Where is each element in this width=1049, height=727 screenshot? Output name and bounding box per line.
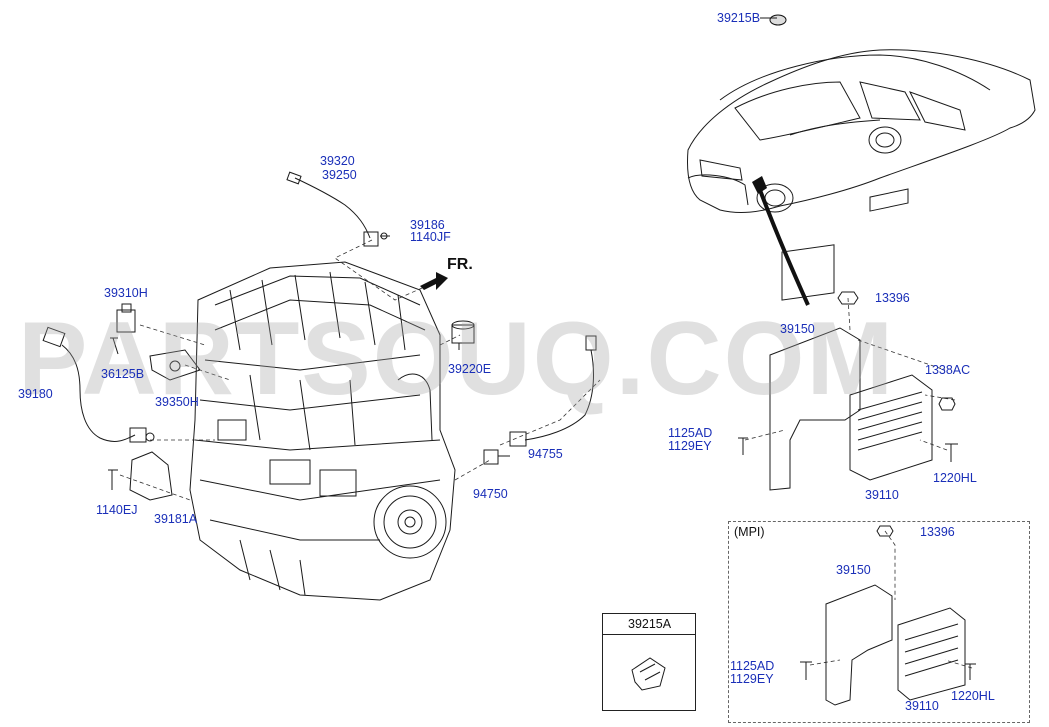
front-direction-label: FR. <box>447 256 473 273</box>
vehicle-drawing <box>687 49 1036 214</box>
part-label-39110-mpi[interactable]: 39110 <box>905 699 939 713</box>
part-label-94755[interactable]: 94755 <box>528 447 563 461</box>
part-label-39186[interactable]: 39186 <box>410 218 445 232</box>
part-label-94750[interactable]: 94750 <box>473 487 508 501</box>
part-label-39150-top[interactable]: 39150 <box>780 322 815 336</box>
inset-part-box <box>602 613 696 711</box>
part-label-1140ej[interactable]: 1140EJ <box>96 503 138 517</box>
part-label-39150-mpi[interactable]: 39150 <box>836 563 871 577</box>
part-label-1220hl-mpi[interactable]: 1220HL <box>951 689 995 703</box>
part-label-39181a[interactable]: 39181A <box>154 512 198 526</box>
part-label-1125ad-top[interactable]: 1125AD <box>668 426 713 440</box>
part-label-1129ey-mpi[interactable]: 1129EY <box>730 672 774 686</box>
inset-part-number[interactable]: 39215A <box>628 617 672 631</box>
part-label-1125ad-mpi[interactable]: 1125AD <box>730 659 775 673</box>
engine-drawing <box>189 261 456 601</box>
part-label-39350h[interactable]: 39350H <box>155 395 199 409</box>
part-label-1338ac[interactable]: 1338AC <box>925 363 971 377</box>
part-label-39250[interactable]: 39250 <box>322 168 357 182</box>
part-label-13396-mpi[interactable]: 13396 <box>920 525 955 539</box>
part-label-39310h[interactable]: 39310H <box>104 286 148 300</box>
part-label-13396-top[interactable]: 13396 <box>875 291 910 305</box>
mpi-variant-box <box>728 521 1030 723</box>
mpi-box-label: (MPI) <box>734 525 765 539</box>
part-label-39110-top[interactable]: 39110 <box>865 488 899 502</box>
part-label-1140jf[interactable]: 1140JF <box>410 230 451 244</box>
part-label-39220e[interactable]: 39220E <box>448 362 492 376</box>
part-label-36125b[interactable]: 36125B <box>101 367 145 381</box>
part-label-39320[interactable]: 39320 <box>320 154 355 168</box>
part-label-39215b[interactable]: 39215B <box>717 11 761 25</box>
inset-header <box>603 614 695 635</box>
part-label-1220hl-top[interactable]: 1220HL <box>933 471 977 485</box>
part-label-39180[interactable]: 39180 <box>18 387 53 401</box>
part-label-1129ey-top[interactable]: 1129EY <box>668 439 712 453</box>
